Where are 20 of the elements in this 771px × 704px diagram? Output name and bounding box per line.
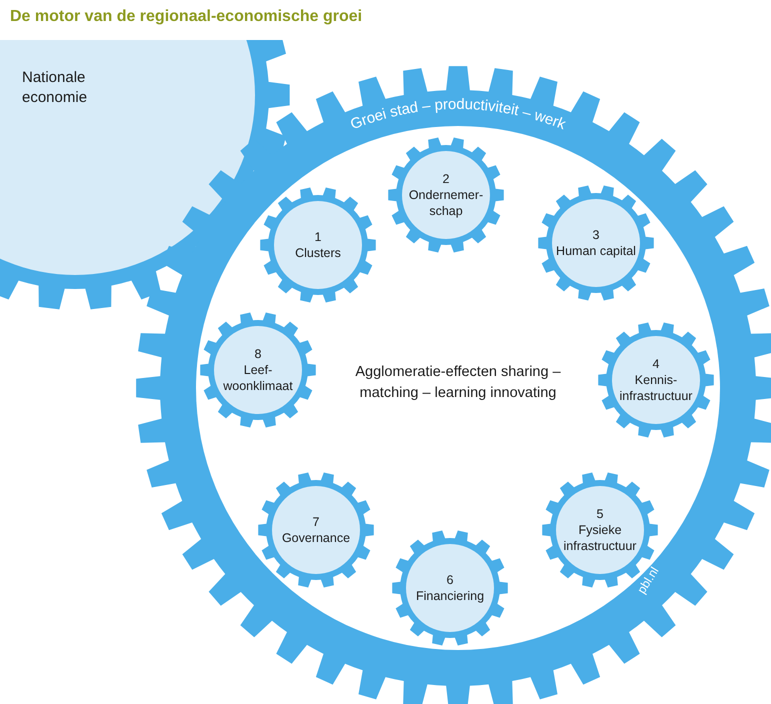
gear-number: 8 bbox=[254, 346, 262, 362]
gear-number: 1 bbox=[314, 229, 322, 245]
gear-label: Governance bbox=[280, 530, 352, 546]
gear-number: 7 bbox=[312, 514, 320, 530]
gear-label: Clusters bbox=[294, 245, 342, 261]
diagram-title: De motor van de regionaal-economische groei bbox=[10, 8, 362, 26]
gear-number: 2 bbox=[442, 171, 450, 187]
gear-number: 6 bbox=[446, 572, 454, 588]
gear-label: Kennis- infrastructuur bbox=[618, 372, 694, 404]
gear-label: Nationale economie bbox=[22, 68, 88, 108]
gear-label: Leef- woonklimaat bbox=[222, 362, 294, 394]
gear-label: Human capital bbox=[555, 243, 637, 259]
center-text: Agglomeratie-effecten sharing – matching – learning innovating bbox=[354, 363, 562, 403]
gear-number: 5 bbox=[596, 506, 604, 522]
gear-label: Ondernemer- schap bbox=[408, 187, 484, 219]
gear-number: 4 bbox=[652, 356, 660, 372]
gear-number: 3 bbox=[592, 227, 600, 243]
ring-label: Groei stad – productiviteit – werk bbox=[348, 96, 568, 134]
gear-label: Fysieke infrastructuur bbox=[562, 522, 638, 554]
gear-label: Financiering bbox=[414, 588, 486, 604]
